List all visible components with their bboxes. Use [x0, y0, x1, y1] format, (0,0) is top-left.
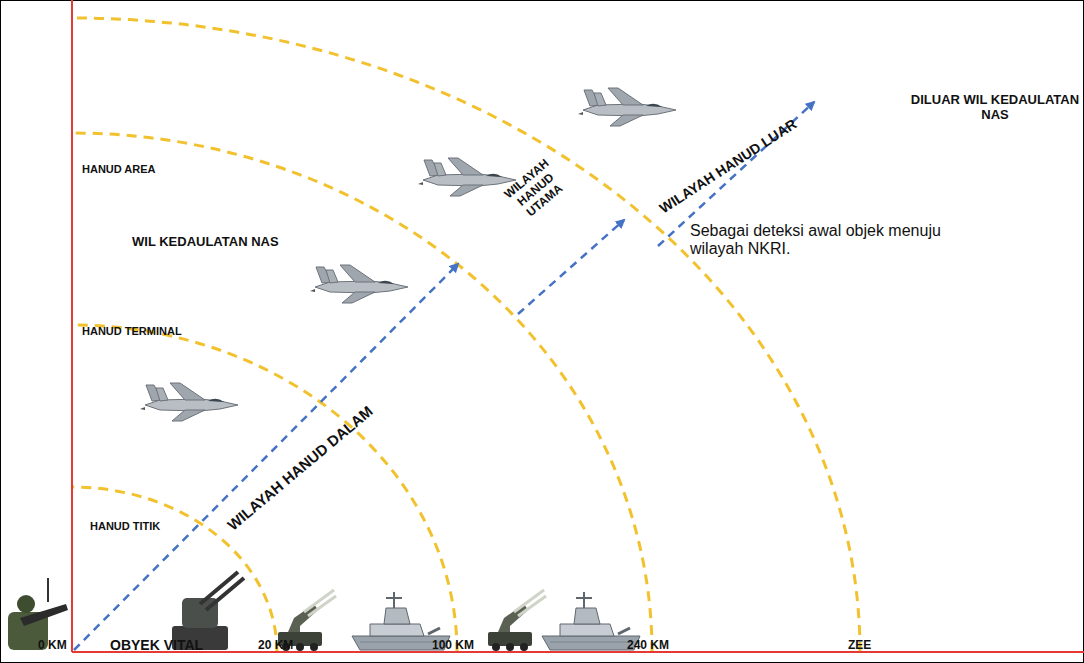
distance-label: ZEE: [848, 639, 871, 653]
distance-label: 100 KM: [432, 639, 474, 653]
distance-label: 240 KM: [627, 639, 669, 653]
region-label: WILAYAH HANUD UTAMA: [495, 151, 577, 229]
region-label: WILAYAH HANUD DALAM: [224, 402, 376, 533]
zone-label: HANUD TERMINAL: [82, 325, 182, 338]
object-label: OBYEK VITAL: [110, 637, 203, 653]
outside-label: DILUAR WIL KEDAULATAN NAS: [910, 93, 1080, 123]
zone-label: HANUD AREA: [82, 163, 156, 176]
zone-label: HANUD TITIK: [90, 520, 160, 533]
region-label: WILAYAH HANUD LUAR: [657, 116, 800, 217]
zone-label: WIL KEDAULATAN NAS: [132, 235, 279, 250]
distance-label: 0 KM: [38, 639, 67, 653]
note-text: Sebagai deteksi awal objek menuju wilaya…: [690, 222, 980, 259]
distance-label: 20 KM: [258, 639, 293, 653]
